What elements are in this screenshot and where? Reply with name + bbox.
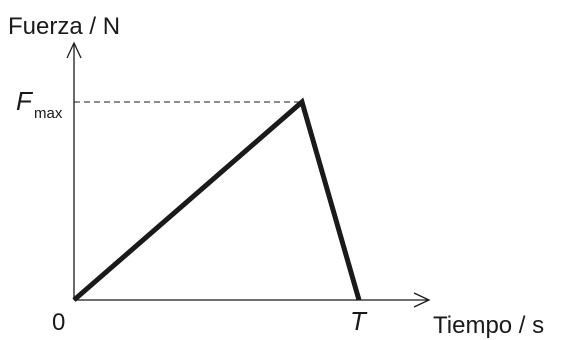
y-axis-arrowhead bbox=[66, 41, 82, 59]
x-axis-label: Tiempo / s bbox=[433, 312, 544, 339]
force-series-line bbox=[72, 97, 362, 302]
y-axis-label: Fuerza / N bbox=[8, 13, 120, 40]
x-tick-label-T: T bbox=[350, 306, 368, 336]
y-tick-label-fmax-subscript: max bbox=[34, 105, 63, 122]
y-tick-label-fmax: F bbox=[16, 86, 34, 116]
x-axis-arrowhead bbox=[413, 292, 431, 308]
origin-label: 0 bbox=[52, 309, 65, 336]
